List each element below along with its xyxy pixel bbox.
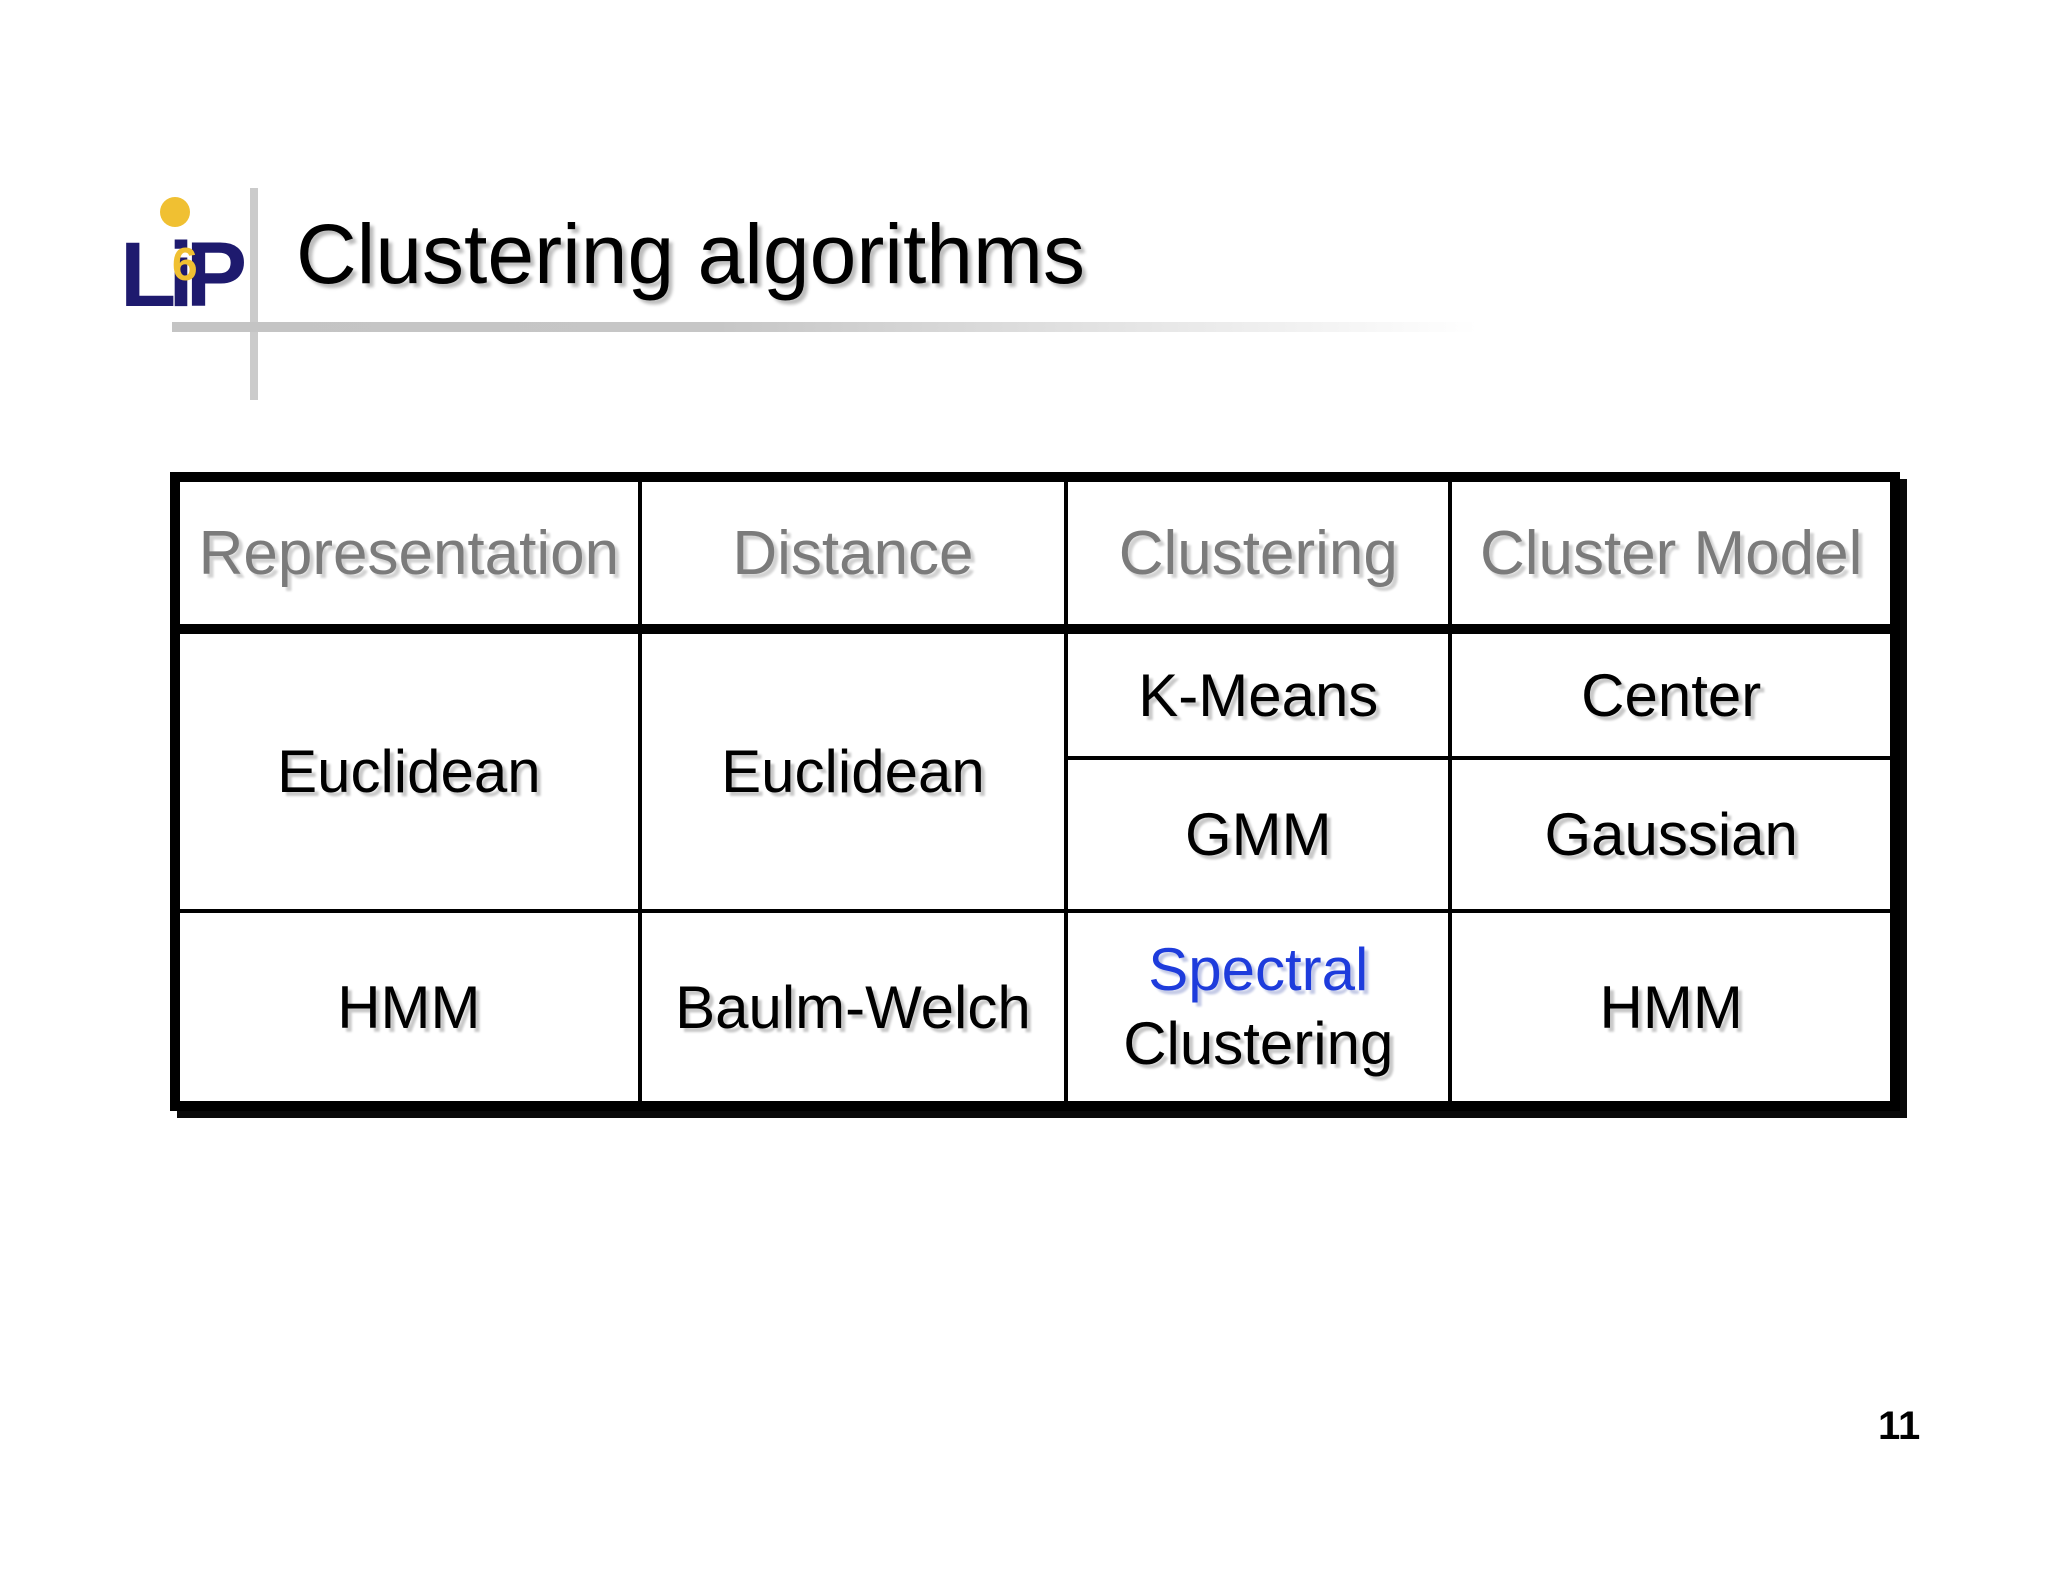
cell-representation-euclidean: Euclidean	[173, 627, 642, 913]
clustering-algorithms-table: Representation Distance Clustering Clust…	[170, 472, 1900, 1111]
clustering-line: Clustering	[1123, 1010, 1394, 1077]
header-cluster-model: Cluster Model	[1448, 475, 1897, 634]
table-row: Euclidean Euclidean K-Means Center	[173, 627, 1897, 913]
cell-clustering-kmeans: K-Means	[1064, 627, 1453, 760]
lip6-logo: LiP 6	[120, 197, 247, 323]
lip6-logo-dot-icon	[160, 197, 190, 227]
cell-representation-hmm: HMM	[173, 909, 642, 1108]
header-distance: Distance	[637, 475, 1069, 634]
spectral-line: Spectral	[1148, 936, 1369, 1003]
header-vertical-rule	[250, 188, 258, 400]
slide-title: Clustering algorithms	[296, 207, 1085, 301]
table-row: GMM Gaussian	[175, 756, 1897, 913]
cell-clustering-gmm: GMM	[1064, 756, 1453, 913]
header-clustering: Clustering	[1064, 475, 1453, 634]
lip6-logo-six: 6	[172, 238, 198, 290]
header-row: Representation Distance Clustering Clust…	[173, 475, 1897, 634]
cell-clustering-spectral: Spectral Clustering	[1064, 909, 1453, 1108]
table-row: HMM Baulm-Welch Spectral Clustering HMM	[173, 909, 1897, 1108]
table-container: Representation Distance Clustering Clust…	[170, 472, 1900, 1111]
page-number: 11	[1878, 1404, 1921, 1448]
cell-distance-euclidean: Euclidean	[637, 627, 1069, 913]
cell-model-center: Center	[1448, 627, 1897, 760]
cell-distance-baulm-welch: Baulm-Welch	[637, 909, 1069, 1108]
cell-model-hmm: HMM	[1448, 909, 1897, 1108]
cell-model-gaussian: Gaussian	[1448, 756, 1897, 913]
header-representation: Representation	[173, 475, 642, 634]
header-horizontal-rule	[172, 322, 1532, 332]
lip6-logo-letters: LiP	[120, 224, 247, 326]
